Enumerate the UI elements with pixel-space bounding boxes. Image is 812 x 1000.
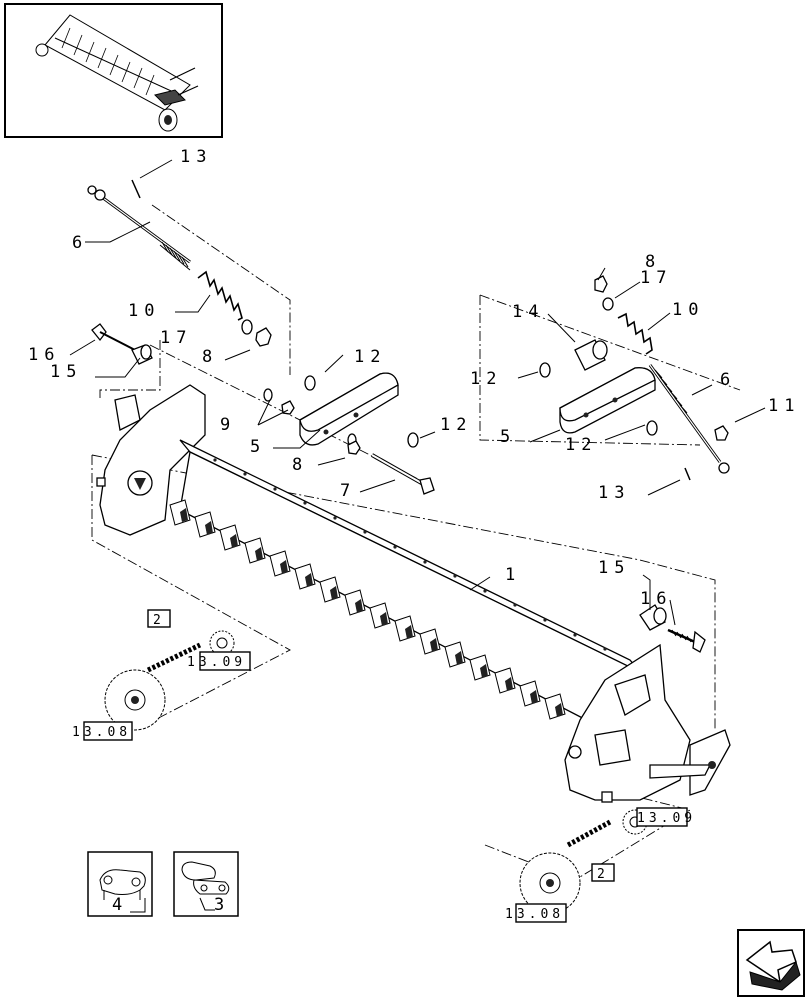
callout-5: 5 [500,427,516,447]
ref-text: 2 [153,613,165,628]
callout-9: 9 [220,415,236,435]
callout-10: 10 [672,300,704,320]
callout-1: 1 [505,565,521,585]
ref-3-label: 3 [214,895,230,915]
callout-17: 17 [640,268,672,288]
callout-8: 8 [292,455,308,475]
ref-text: 13.08 [505,907,564,922]
callout-leaders [69,159,766,626]
ref-box-13-08-right[interactable]: 13.08 [505,903,567,923]
left-tension-assembly [87,179,272,365]
callout-12: 12 [565,435,597,455]
ref-text: 13.09 [187,655,246,670]
callout-8: 8 [202,347,218,367]
dashed-leaders [91,204,741,881]
reel-body [96,384,731,803]
ref-box-13-08-left[interactable]: 13.08 [72,721,133,741]
callout-16: 16 [28,345,60,365]
callout-10: 10 [128,301,160,321]
callout-13: 13 [598,483,630,503]
ref-box-2-right[interactable]: 2 [591,863,615,882]
right-bolt-assembly [639,604,706,653]
callout-13: 13 [180,147,212,167]
ref-box-2-left[interactable]: 2 [147,609,171,628]
chain-link-ref-4[interactable]: 4 [87,851,153,917]
right-tension-assembly [539,275,730,481]
ref-text: 13.09 [637,811,696,826]
tine-shadows [180,508,563,717]
callout-14: 14 [512,302,544,322]
callout-8: 8 [645,252,661,272]
callout-7: 7 [340,481,356,501]
callout-17: 17 [160,328,192,348]
callout-15: 15 [50,362,82,382]
callout-labels: 13 6 10 17 16 15 8 12 9 5 8 7 12 1 8 17 … [28,147,800,609]
right-drive-group [519,809,648,914]
bar-holes [213,458,607,651]
ref-box-13-09-right[interactable]: 13.09 [636,807,696,827]
next-page-arrow-icon[interactable] [737,929,805,997]
ref-box-13-09-left[interactable]: 13.09 [187,651,251,671]
ref-text: 13.08 [72,725,131,740]
chain-link-ref-3[interactable]: 3 [173,851,239,917]
callout-12: 12 [440,415,472,435]
left-drive-group [104,630,235,731]
callout-12: 12 [354,347,386,367]
callout-11: 11 [768,396,800,416]
callout-5: 5 [250,437,266,457]
callout-15: 15 [598,558,630,578]
callout-12: 12 [470,369,502,389]
ref-4-label: 4 [112,895,128,915]
callout-6: 6 [72,233,88,253]
callout-16: 16 [640,589,672,609]
ref-text: 2 [597,867,609,882]
callout-6: 6 [720,370,736,390]
left-block-assembly [263,372,435,495]
overview-thumbnail-icon[interactable] [4,3,223,138]
